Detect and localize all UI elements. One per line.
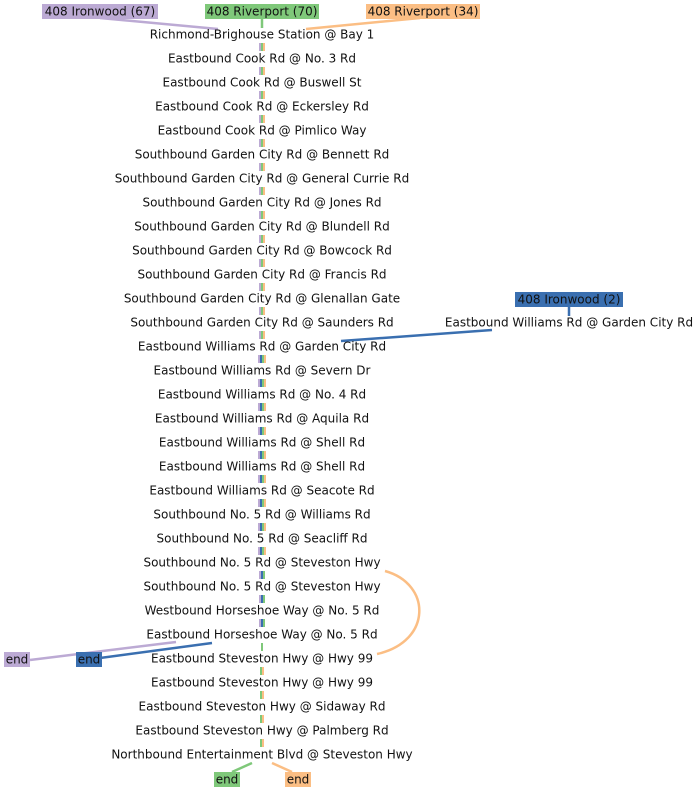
stop-label: Eastbound Steveston Hwy @ Sidaway Rd (139, 700, 386, 714)
tag-ironwood-2-box (515, 292, 623, 307)
end-riverport-34-text: end (287, 773, 310, 787)
stop-label: Southbound Garden City Rd @ Bennett Rd (135, 148, 390, 162)
tag-riverport-70-box (205, 4, 319, 19)
stop-label: Southbound No. 5 Rd @ Seacliff Rd (157, 532, 368, 546)
stop-label: Eastbound Cook Rd @ Eckersley Rd (155, 100, 369, 114)
stop-label: Southbound Garden City Rd @ Francis Rd (137, 268, 386, 282)
ironwood-67-exit (29, 640, 177, 662)
stop-label: Southbound No. 5 Rd @ Williams Rd (153, 508, 370, 522)
stop-label: Eastbound Steveston Hwy @ Hwy 99 (151, 652, 373, 666)
stop-label: Eastbound Cook Rd @ Pimlico Way (158, 124, 367, 138)
end-ironwood-67-text: end (6, 653, 29, 667)
stop-label: Eastbound Williams Rd @ Garden City Rd (138, 340, 386, 354)
stop-label: Westbound Horseshoe Way @ No. 5 Rd (145, 604, 380, 618)
stop-label: Southbound Garden City Rd @ Saunders Rd (130, 316, 393, 330)
riverport-34-exit (271, 761, 293, 774)
end-ironwood-2-box (76, 652, 102, 667)
stop-labels: Richmond-Brighouse Station @ Bay 1 Eastbo… (111, 28, 693, 762)
stop-label: Southbound No. 5 Rd @ Steveston Hwy (143, 580, 380, 594)
stop-label: Eastbound Cook Rd @ No. 3 Rd (168, 52, 356, 66)
stop-label: Southbound Garden City Rd @ Jones Rd (142, 196, 381, 210)
stop-label: Northbound Entertainment Blvd @ Stevesto… (111, 748, 412, 762)
stop-label: Southbound No. 5 Rd @ Steveston Hwy (143, 556, 380, 570)
tag-ironwood-2-text: 408 Ironwood (2) (518, 293, 621, 307)
ironwood-67-connector (99, 16, 219, 31)
stop-label: Eastbound Williams Rd @ No. 4 Rd (158, 388, 366, 402)
riverport-34-connector (305, 16, 421, 31)
stop-label: Eastbound Steveston Hwy @ Hwy 99 (151, 676, 373, 690)
tag-riverport-34-text: 408 Riverport (34) (368, 5, 479, 19)
stop-label: Eastbound Horseshoe Way @ No. 5 Rd (146, 628, 377, 642)
ironwood-2-exit (99, 641, 213, 660)
stop-label: Southbound Garden City Rd @ Blundell Rd (134, 220, 389, 234)
stop-label: Eastbound Cook Rd @ Buswell St (163, 76, 362, 90)
stop-label: Southbound Garden City Rd @ Bowcock Rd (132, 244, 392, 258)
stop-label: Richmond-Brighouse Station @ Bay 1 (150, 28, 375, 42)
stop-label: Southbound Garden City Rd @ General Curr… (115, 172, 409, 186)
end-ironwood-67-box (4, 652, 30, 667)
ironwood-2-branch (340, 328, 493, 343)
route-tags: 408 Ironwood (67) 408 Riverport (70) 408 R… (4, 4, 623, 787)
stop-label: Eastbound Williams Rd @ Shell Rd (159, 460, 365, 474)
end-ironwood-2-text: end (78, 653, 101, 667)
stop-label: Eastbound Williams Rd @ Shell Rd (159, 436, 365, 450)
tag-ironwood-67-box (42, 4, 158, 19)
stop-label: Eastbound Williams Rd @ Severn Dr (154, 364, 371, 378)
stop-label: Eastbound Williams Rd @ Aquila Rd (155, 412, 369, 426)
riverport-34-loop (376, 569, 421, 656)
stop-label: Eastbound Williams Rd @ Seacote Rd (149, 484, 374, 498)
side-stop-label: Eastbound Williams Rd @ Garden City Rd (445, 316, 693, 330)
end-riverport-70-text: end (216, 773, 239, 787)
route-lines (29, 16, 571, 774)
stop-label: Southbound Garden City Rd @ Glenallan Ga… (124, 292, 400, 306)
tag-riverport-34-box (366, 4, 480, 19)
stop-label: Eastbound Steveston Hwy @ Palmberg Rd (135, 724, 388, 738)
tag-riverport-70-text: 408 Riverport (70) (207, 5, 318, 19)
tag-ironwood-67-text: 408 Ironwood (67) (45, 5, 155, 19)
riverport-70-exit (231, 761, 253, 774)
end-riverport-70-box (214, 772, 240, 787)
end-riverport-34-box (285, 772, 311, 787)
